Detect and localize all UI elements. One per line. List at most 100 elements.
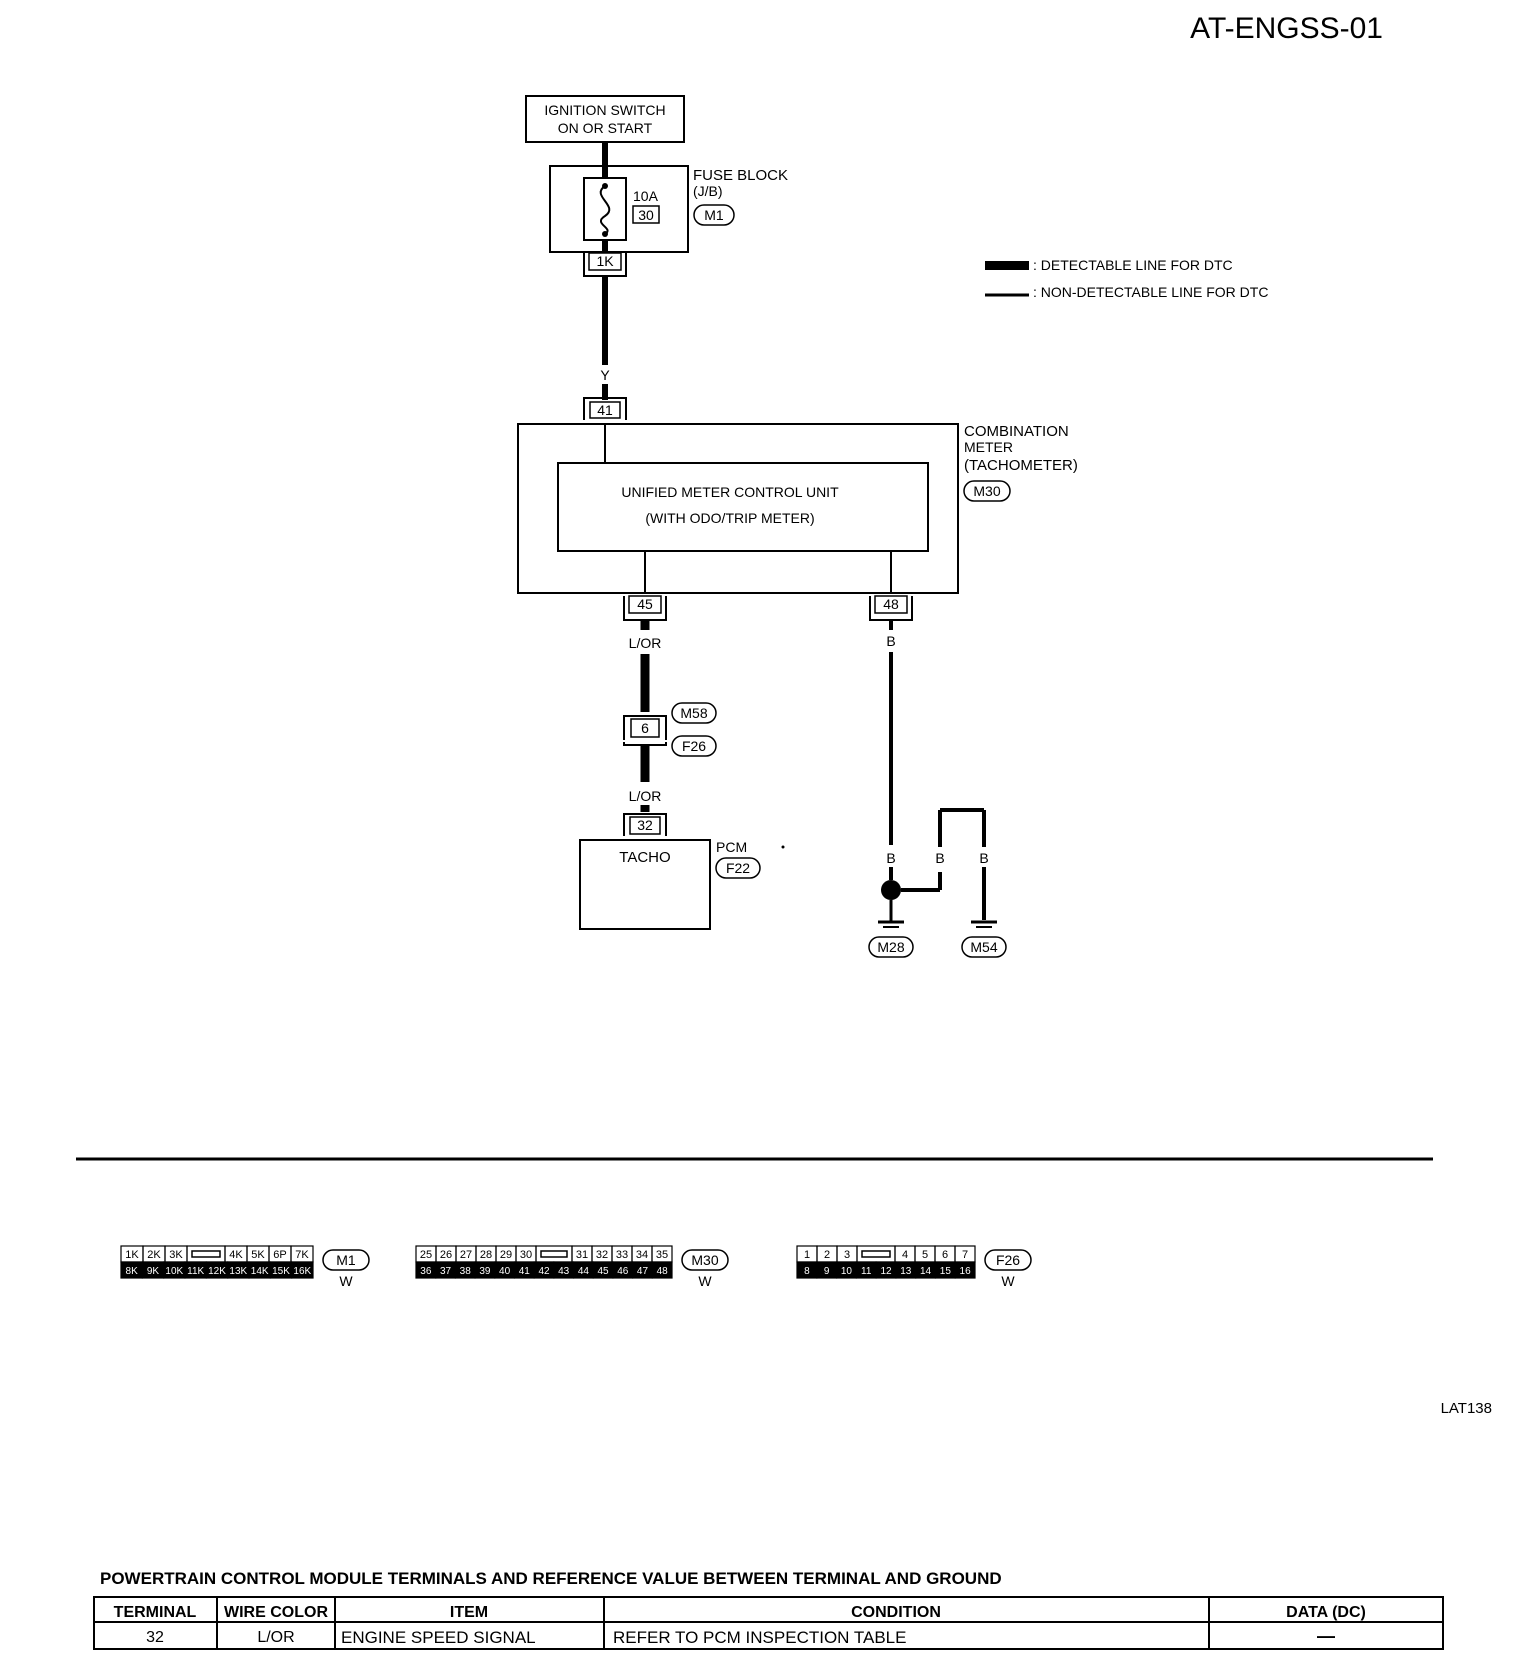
connector-pin: 5 (922, 1249, 928, 1261)
table-cell-data: — (1317, 1626, 1335, 1646)
connector-pin: 36 (420, 1266, 432, 1277)
connector-pin: 3K (169, 1249, 183, 1261)
table-header-condition: CONDITION (851, 1604, 941, 1621)
connector-pin: 29 (500, 1249, 512, 1261)
connector-pin: 2 (824, 1249, 830, 1261)
stray-dot (781, 845, 785, 849)
fuse-block-label-1: FUSE BLOCK (693, 167, 788, 184)
ground-right-label: M54 (970, 939, 997, 955)
fuse-symbol (599, 185, 611, 235)
connector-pin: 9 (824, 1266, 830, 1277)
pcm: 32 TACHO PCM F22 (579, 813, 761, 930)
table-cell-condition: REFER TO PCM INSPECTION TABLE (613, 1628, 906, 1647)
table-header-item: ITEM (450, 1604, 488, 1621)
connector-pin: 2K (147, 1249, 161, 1261)
connector-pin: 26 (440, 1249, 452, 1261)
connector-pin: 6P (273, 1249, 286, 1261)
connector-id: M1 (336, 1252, 356, 1268)
table-cell-item: ENGINE SPEED SIGNAL (341, 1628, 536, 1647)
connector-pin: 16 (960, 1266, 972, 1277)
ignition-switch-label-2: ON OR START (558, 120, 653, 136)
wire-b-left-label: B (886, 850, 895, 866)
inline-connector-top: M58 (680, 705, 707, 721)
connector-pin: 32 (596, 1249, 608, 1261)
connector-pin: 5K (251, 1249, 265, 1261)
table-title: POWERTRAIN CONTROL MODULE TERMINALS AND … (100, 1569, 1002, 1588)
connector-pin: 9K (147, 1266, 160, 1277)
connector-pin: 1 (804, 1249, 810, 1261)
terminal-45: 45 (623, 595, 667, 621)
splice-point (881, 880, 901, 900)
connector-pin: 46 (617, 1266, 629, 1277)
connector-pin: 12K (208, 1266, 226, 1277)
table-header-terminal: TERMINAL (114, 1604, 197, 1621)
connector-pin: 37 (440, 1266, 452, 1277)
terminal-1k: 1K (583, 252, 627, 277)
legend-detectable: : DETECTABLE LINE FOR DTC (1033, 257, 1233, 273)
pcm-label: PCM (716, 839, 747, 855)
connector-pin: 16K (293, 1266, 311, 1277)
terminal-48-label: 48 (883, 596, 899, 612)
connector-pin: 30 (520, 1249, 532, 1261)
connector-pin: 14K (251, 1266, 269, 1277)
ground-left-label: M28 (877, 939, 904, 955)
wire-lor-bottom-label: L/OR (629, 788, 662, 804)
connector-color: W (1001, 1273, 1015, 1289)
connector-pin: 15 (940, 1266, 952, 1277)
fuse-number: 30 (638, 207, 654, 223)
connector-pin: 12 (880, 1266, 892, 1277)
connector-color: W (339, 1273, 353, 1289)
combination-meter-label-2: METER (964, 439, 1013, 455)
table-cell-wire-color: L/OR (257, 1629, 294, 1646)
terminal-1k-label: 1K (596, 253, 614, 269)
connector-pin: 10 (841, 1266, 853, 1277)
ground-m28: M28 (868, 900, 914, 958)
connector-pin: 13 (900, 1266, 912, 1277)
connector-pin: 4 (902, 1249, 908, 1261)
connector-pin: 45 (598, 1266, 610, 1277)
ignition-switch: IGNITION SWITCH ON OR START (525, 95, 685, 143)
connector-id: M30 (691, 1252, 718, 1268)
connector-pin: 11K (187, 1266, 204, 1277)
connector-pin: 8K (126, 1266, 139, 1277)
pcm-inner-label: TACHO (619, 849, 670, 866)
terminal-45-label: 45 (637, 596, 653, 612)
connector-pin: 40 (499, 1266, 511, 1277)
table-cell-terminal: 32 (146, 1629, 164, 1646)
connector-pin: 6 (942, 1249, 948, 1261)
unit-label-2: (WITH ODO/TRIP METER) (645, 510, 814, 526)
connector-pin: 15K (272, 1266, 290, 1277)
combination-meter-label-3: (TACHOMETER) (964, 457, 1078, 474)
connector-pin: 34 (636, 1249, 648, 1261)
connector-pin: 48 (657, 1266, 669, 1277)
ground-m54: M54 (961, 920, 1007, 958)
unified-meter-control-unit (557, 462, 929, 552)
table-header-wire-color: WIRE COLOR (224, 1604, 328, 1621)
ignition-switch-label-1: IGNITION SWITCH (544, 102, 665, 118)
connector-pin: 10K (165, 1266, 183, 1277)
table-header-data: DATA (DC) (1286, 1604, 1366, 1621)
combination-meter: UNIFIED METER CONTROL UNIT (WITH ODO/TRI… (517, 423, 1078, 594)
connector-pin: 28 (480, 1249, 492, 1261)
connector-pin: 3 (844, 1249, 850, 1261)
connector-pin: 41 (519, 1266, 531, 1277)
connector-pin: 7K (295, 1249, 309, 1261)
connector-color: W (698, 1273, 712, 1289)
figure-id: LAT138 (1441, 1400, 1492, 1417)
terminal-48: 48 (869, 595, 913, 621)
combination-meter-connector: M30 (973, 483, 1000, 499)
inline-connector-pin: 6 (641, 720, 649, 736)
terminal-41: 41 (583, 397, 627, 420)
wire-y-label: Y (600, 367, 610, 383)
wire-b-main-label: B (886, 633, 895, 649)
connector-pin: 31 (576, 1249, 588, 1261)
pcm-connector: F22 (726, 860, 750, 876)
fuse-block-label-2: (J/B) (693, 183, 723, 199)
connector-pin: 27 (460, 1249, 472, 1261)
connector-pin: 44 (578, 1266, 590, 1277)
connector-pin: 38 (460, 1266, 472, 1277)
connector-pin: 4K (229, 1249, 243, 1261)
legend-non-detectable: : NON-DETECTABLE LINE FOR DTC (1033, 284, 1268, 300)
